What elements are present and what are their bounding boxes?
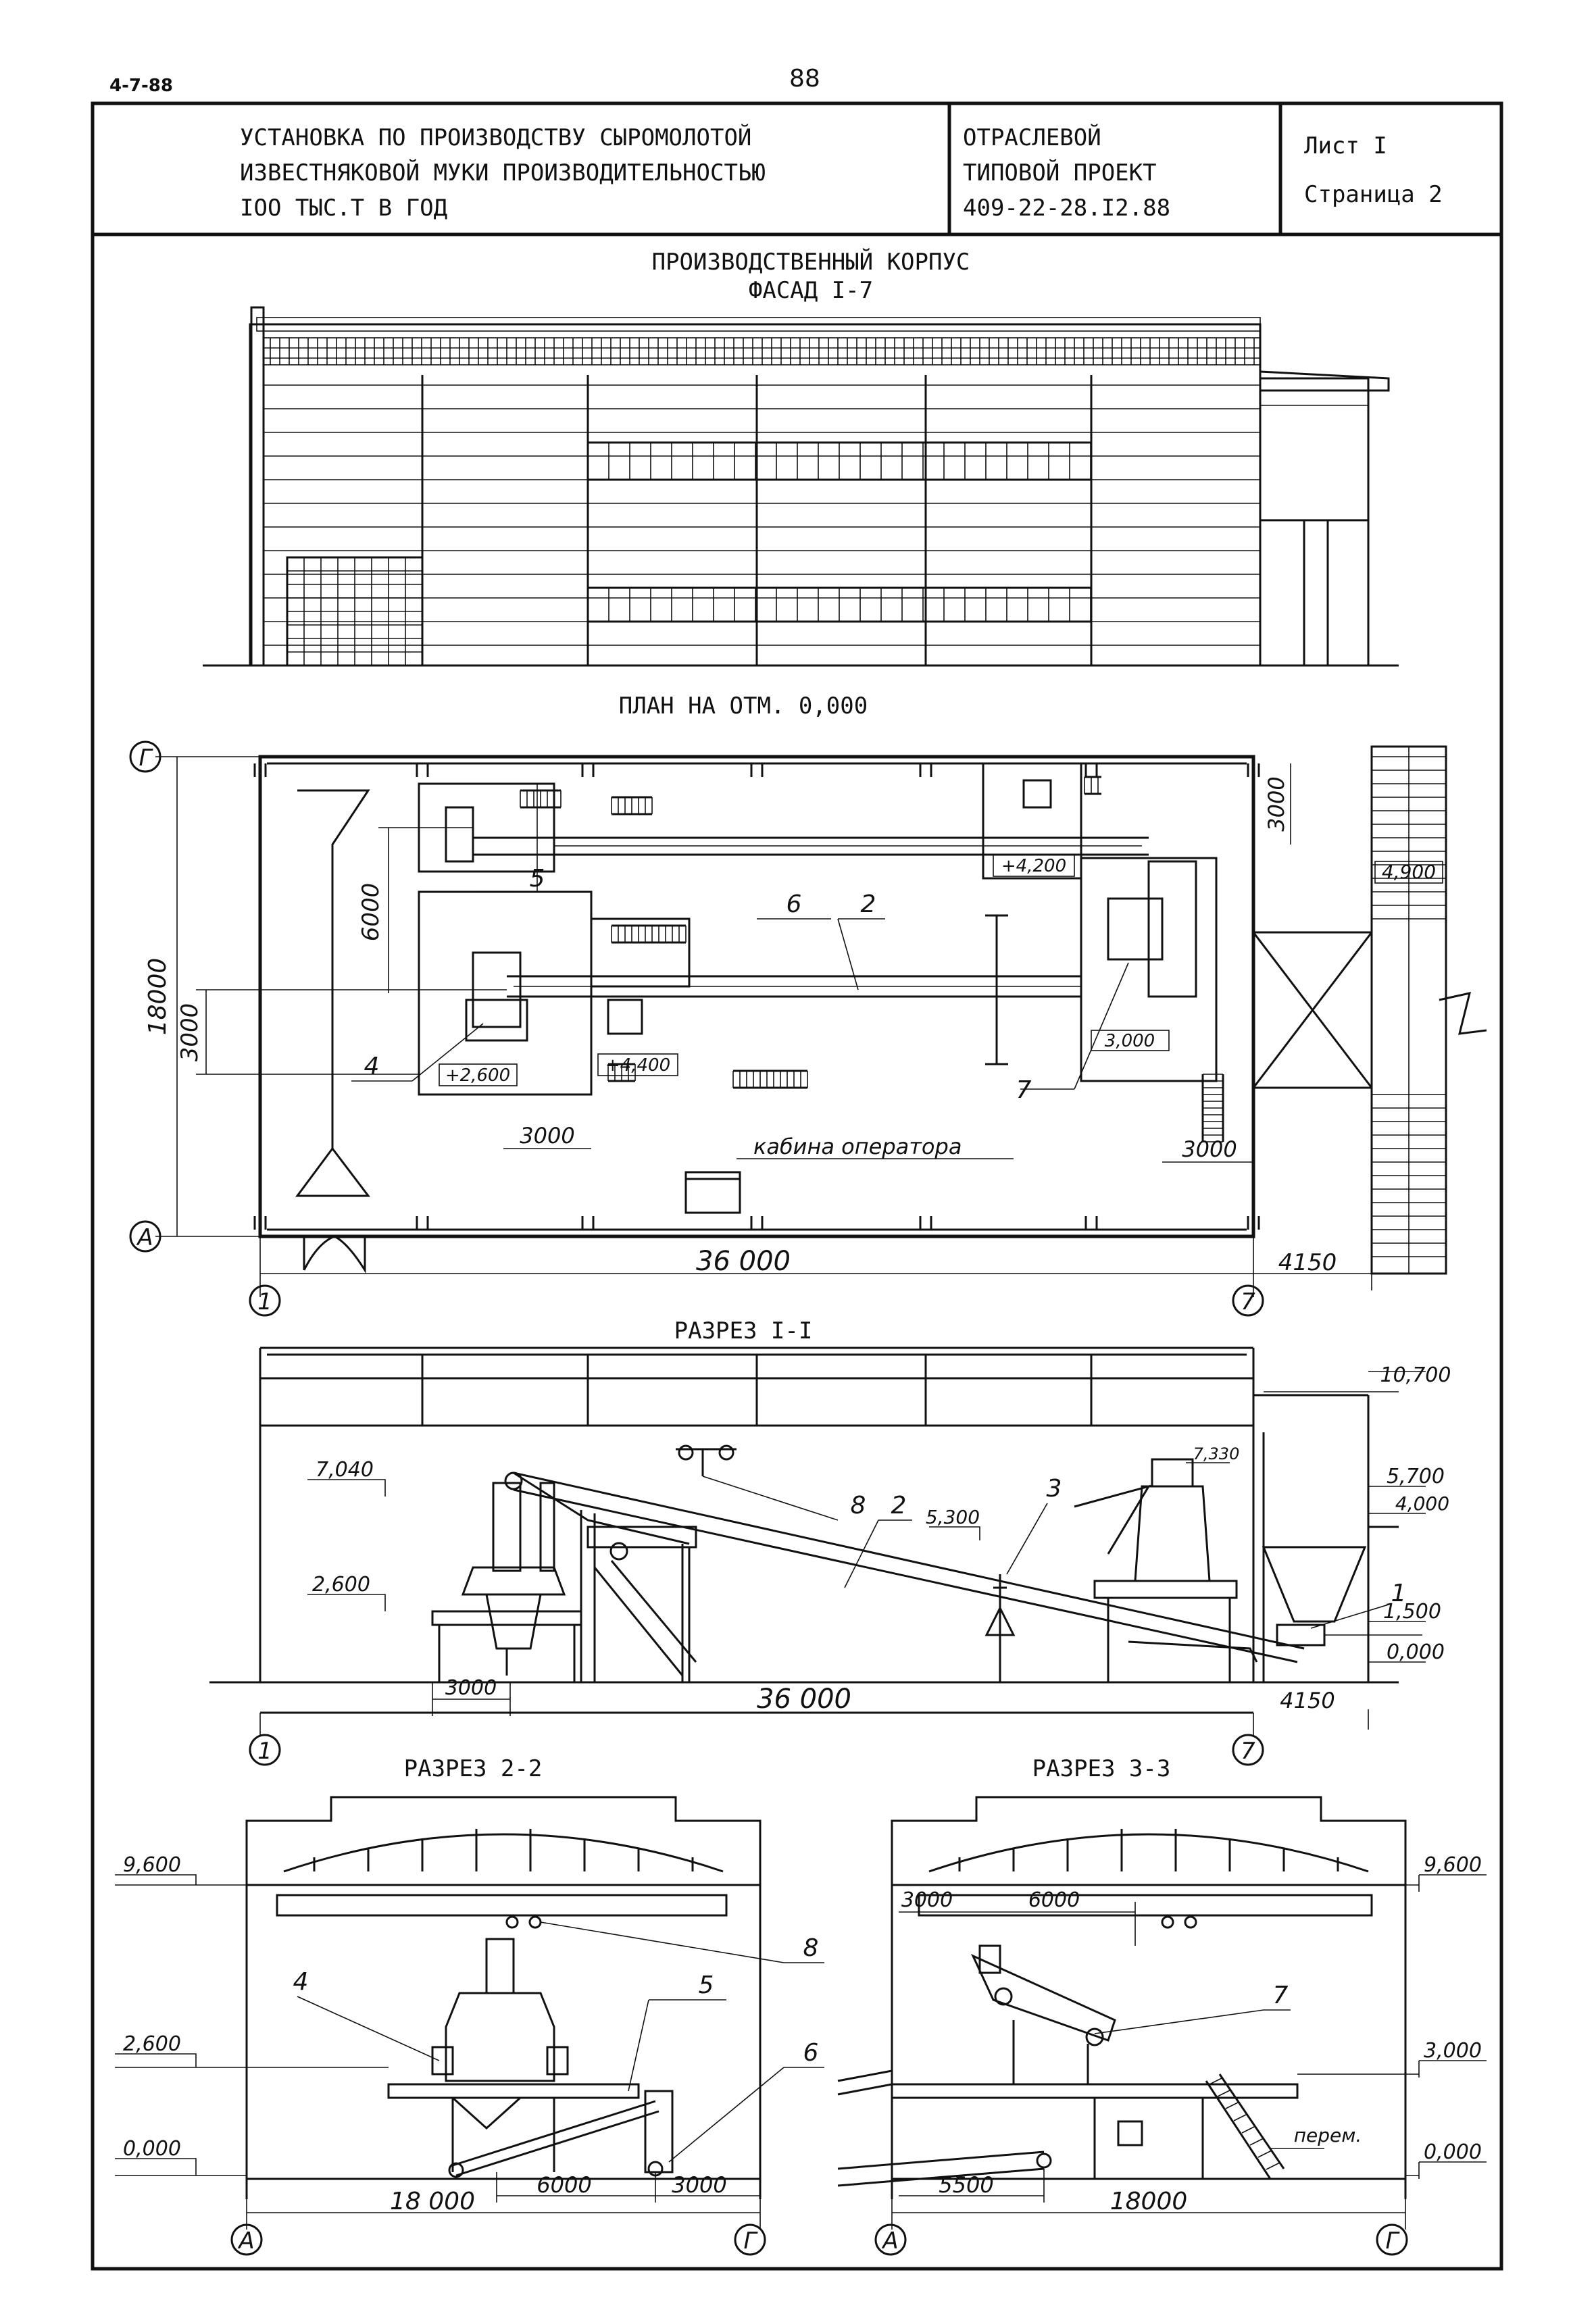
s1-lvl-2600: 2,600	[312, 1573, 370, 1596]
header-sheet: Лист I	[1304, 132, 1387, 159]
plan-level-3000: 3,000	[1105, 1031, 1155, 1051]
plan-label-5: 5	[530, 865, 545, 892]
s1-dim-4150: 4150	[1280, 1688, 1335, 1713]
s2-label-5: 5	[699, 1971, 714, 1999]
s1-label-8: 8	[851, 1492, 866, 1519]
plan-level-2600: +2,600	[445, 1065, 510, 1086]
s3-dim-18000: 18000	[1110, 2188, 1188, 2215]
s1-axis-7: 7	[1241, 1738, 1255, 1765]
s3-axis-g: Г	[1386, 2228, 1401, 2255]
s1-label-1: 1	[1391, 1580, 1407, 1607]
page-code: 4-7-88	[109, 76, 173, 96]
s3-dim-6000: 6000	[1028, 1888, 1080, 1912]
plan-label-7: 7	[1016, 1076, 1032, 1104]
header-page-label: Страница 2	[1304, 181, 1443, 208]
section2-drawing	[115, 1796, 824, 2256]
s3-lvl-3000: 3,000	[1424, 2039, 1482, 2063]
plan-dim-width: 18000	[144, 958, 172, 1036]
header-project-line: ТИПОВОЙ ПРОЕКТ	[963, 159, 1157, 186]
plan-axis-1: 1	[257, 1288, 272, 1315]
s2-axis-g: Г	[744, 2228, 759, 2255]
s1-label-3: 3	[1047, 1475, 1062, 1503]
plan-dim-3000-bottom: 3000	[520, 1123, 574, 1149]
s3-lvl-9600: 9,600	[1424, 1853, 1482, 1877]
s1-lvl-1500: 1,500	[1383, 1600, 1441, 1624]
header-project-line: ОТРАСЛЕВОЙ	[963, 124, 1101, 151]
s2-lvl-2600: 2,600	[123, 2032, 181, 2056]
s3-axis-a: А	[881, 2228, 898, 2255]
section3-drawing	[837, 1796, 1487, 2256]
s2-label-4: 4	[293, 1968, 309, 1996]
s3-dim-5500: 5500	[939, 2172, 993, 2198]
plan-dim-3000-top-right: 3000	[1264, 776, 1289, 831]
section3-title: РАЗРЕЗ 3-3	[1032, 1755, 1171, 1782]
section2-title: РАЗРЕЗ 2-2	[403, 1755, 543, 1782]
page-number: 88	[789, 65, 820, 93]
s1-lvl-4000: 4,000	[1395, 1492, 1449, 1515]
plan-dim-6000: 6000	[357, 883, 384, 942]
s1-lvl-7040: 7,040	[316, 1458, 374, 1482]
s3-label-perem: перем.	[1294, 2124, 1362, 2146]
plan-dim-3000-bottom-right: 3000	[1182, 1136, 1237, 1162]
s2-dim-3000: 3000	[672, 2172, 726, 2198]
s1-lvl-10700: 10,700	[1380, 1363, 1451, 1387]
s1-lvl-7330: 7,330	[1193, 1444, 1240, 1463]
s3-dim-3000: 3000	[901, 1888, 953, 1912]
s2-lvl-0000: 0,000	[123, 2137, 181, 2161]
plan-level-4200: +4,200	[1001, 856, 1066, 876]
s1-lvl-0000: 0,000	[1387, 1640, 1445, 1664]
plan-label-2: 2	[861, 890, 876, 918]
s2-dim-6000: 6000	[537, 2172, 591, 2198]
plan-dim-total: 36 000	[696, 1246, 791, 1277]
s3-label-7: 7	[1273, 1982, 1289, 2009]
plan-labels: Г А 1 7 36 000 4150 18000 6000 3000 3000…	[136, 745, 1436, 1315]
s1-axis-1: 1	[257, 1738, 272, 1765]
plan-level-4900: 4,900	[1382, 861, 1436, 883]
sheet-frame	[91, 101, 1503, 2271]
plan-label-4: 4	[364, 1053, 380, 1080]
plan-dim-annex: 4150	[1278, 1249, 1337, 1276]
header-title-line: УСТАНОВКА ПО ПРОИЗВОДСТВУ СЫРОМОЛОТОЙ	[240, 124, 752, 151]
s1-dim-36000: 36 000	[757, 1684, 851, 1715]
section1-drawing	[209, 1347, 1426, 1766]
section3-labels: 9,600 3,000 0,000 7 перем. 3000 6000 550…	[881, 1853, 1482, 2255]
s1-lvl-5300: 5,300	[926, 1506, 980, 1528]
header-title-line: IOO ТЫС.Т В ГОД	[240, 195, 448, 222]
s3-lvl-0000: 0,000	[1424, 2140, 1482, 2164]
s1-label-2: 2	[891, 1492, 907, 1519]
header-project-line: 409-22-28.I2.88	[963, 195, 1171, 222]
facade-drawing	[203, 306, 1399, 667]
s1-dim-3000: 3000	[445, 1676, 497, 1700]
header-project: ОТРАСЛЕВОЙ ТИПОВОЙ ПРОЕКТ 409-22-28.I2.8…	[963, 120, 1170, 226]
plan-axis-7: 7	[1241, 1288, 1255, 1315]
s2-dim-18000: 18 000	[390, 2188, 475, 2215]
section1-title: РАЗРЕЗ I-I	[674, 1317, 813, 1344]
facade-title-line2: ФАСАД I-7	[748, 277, 874, 304]
header-title: УСТАНОВКА ПО ПРОИЗВОДСТВУ СЫРОМОЛОТОЙ ИЗ…	[240, 120, 766, 226]
plan-axis-a: А	[136, 1224, 153, 1251]
plan-title: ПЛАН НА ОТМ. 0,000	[618, 693, 868, 720]
plan-dim-3000-left: 3000	[176, 1003, 203, 1062]
s1-lvl-5700: 5,700	[1387, 1465, 1445, 1488]
facade-title-line1: ПРОИЗВОДСТВЕННЫЙ КОРПУС	[651, 249, 970, 276]
plan-level-4400: +4,400	[605, 1055, 670, 1076]
plan-operator-cabin: кабина оператора	[753, 1134, 962, 1159]
plan-drawing	[129, 740, 1487, 1317]
section1-labels: 10,700 7,040 7,330 5,700 5,300 4,000 2,6…	[257, 1363, 1451, 1765]
s2-lvl-9600: 9,600	[123, 1853, 181, 1877]
header-title-line: ИЗВЕСТНЯКОВОЙ МУКИ ПРОИЗВОДИТЕЛЬНОСТЬЮ	[240, 159, 766, 186]
plan-label-6: 6	[787, 890, 802, 918]
s2-axis-a: А	[237, 2228, 254, 2255]
section2-labels: 9,600 2,600 0,000 8 4 5 6 6000 3000 18 0…	[123, 1853, 818, 2255]
plan-axis-g: Г	[139, 745, 154, 772]
s2-label-8: 8	[803, 1934, 819, 1962]
s2-label-6: 6	[803, 2039, 819, 2067]
